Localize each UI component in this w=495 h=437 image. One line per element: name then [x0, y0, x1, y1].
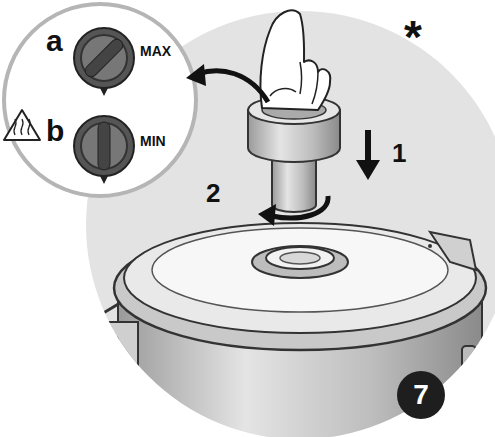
valve-in-hand — [248, 11, 340, 212]
setting-label: MAX — [140, 44, 171, 58]
footnote-asterisk: * — [404, 14, 422, 60]
figure-number: 7 — [413, 381, 429, 409]
valve-knob-min — [74, 116, 134, 184]
setting-label: MIN — [140, 134, 166, 148]
pressure-cooker — [95, 223, 486, 437]
valve-knob-max — [74, 28, 134, 96]
figure-number-badge: 7 — [396, 370, 446, 420]
push-arrowhead — [356, 160, 380, 180]
pointer-arrowhead — [186, 64, 206, 86]
pointer-arrow — [198, 71, 268, 102]
step-number: 2 — [206, 180, 220, 206]
option-letter: a — [46, 26, 63, 56]
rotate-arrowhead — [258, 204, 276, 226]
option-letter: b — [46, 116, 64, 146]
step-number: 1 — [392, 140, 406, 166]
inset-circle — [4, 4, 196, 196]
rotate-arrow — [272, 196, 328, 218]
hot-surface-symbol — [4, 110, 40, 140]
push-arrow — [365, 130, 371, 162]
